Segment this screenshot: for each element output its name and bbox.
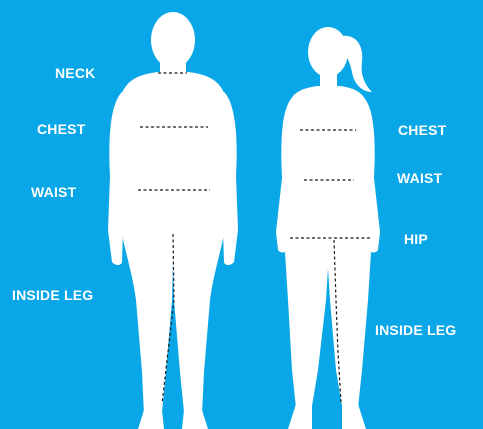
male-left-leg — [120, 222, 174, 414]
male-head — [151, 12, 195, 68]
female-right-foot — [342, 404, 366, 429]
male-neck-label: NECK — [55, 65, 95, 81]
male-right-leg — [172, 222, 226, 414]
female-neck — [320, 72, 337, 88]
female-ponytail — [342, 36, 372, 92]
male-chest-label: CHEST — [37, 121, 85, 137]
female-right-leg — [326, 236, 372, 408]
female-left-foot — [288, 404, 312, 429]
male-right-foot — [182, 410, 208, 429]
male-silhouette — [108, 12, 238, 429]
female-head — [308, 27, 348, 77]
female-left-leg — [284, 236, 330, 408]
female-chest-label: CHEST — [398, 122, 446, 138]
female-silhouette — [276, 27, 380, 429]
female-waist-label: WAIST — [397, 170, 442, 186]
male-waist-label: WAIST — [31, 184, 76, 200]
male-left-foot — [138, 410, 164, 429]
female-hip-label: HIP — [404, 231, 428, 247]
female-inside-leg-label: INSIDE LEG — [375, 322, 456, 338]
male-torso — [116, 72, 230, 226]
male-inside-leg-label: INSIDE LEG — [12, 287, 93, 303]
